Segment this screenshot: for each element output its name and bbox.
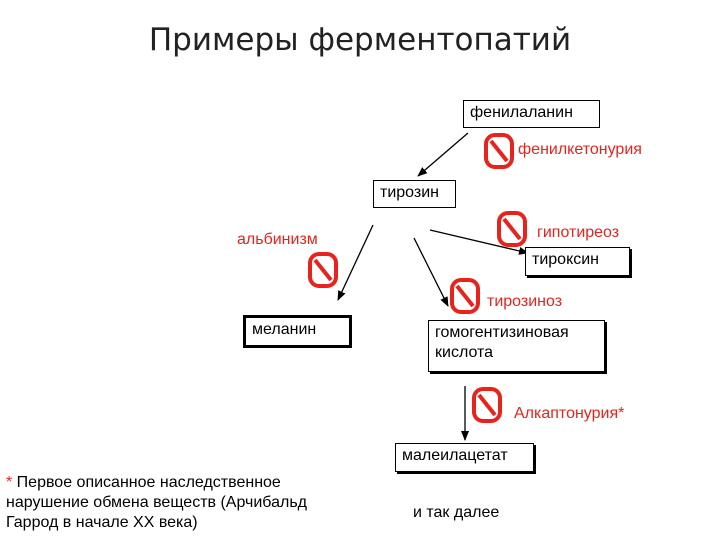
arrow-tyr-to-homogentisic — [413, 237, 449, 307]
block-icon — [308, 252, 338, 288]
label-alkaptonuria: Алкаптонурия* — [514, 405, 625, 422]
node-phenylalanine: фенилаланин — [463, 100, 600, 128]
footnote-star: * — [6, 474, 13, 491]
node-melanin: меланин — [243, 315, 352, 348]
label-phenylketonuria: фенилкетонурия — [518, 141, 642, 158]
block-icon — [450, 278, 480, 314]
label-hypothyroidism: гипотиреоз — [537, 224, 620, 241]
node-homogentisic: гомогентизиновая кислота — [428, 320, 605, 372]
and-so-on-text: и так далее — [413, 504, 500, 521]
node-tyrosine: тирозин — [373, 180, 456, 208]
block-icon — [472, 387, 502, 423]
arrow-tyr-to-melanin — [337, 224, 374, 301]
block-icon — [497, 211, 527, 247]
page-title: Примеры ферментопатий — [148, 22, 572, 58]
arrow-tyr-to-thyroxine — [429, 229, 529, 255]
node-maleylacetate: малеилацетат — [395, 443, 534, 472]
block-icon — [484, 133, 514, 169]
label-albinism: альбинизм — [237, 231, 318, 248]
footnote: * Первое описанное наследственное наруше… — [6, 473, 356, 533]
label-tyrosinosis: тирозиноз — [487, 293, 563, 310]
arrow-phe-to-tyr — [417, 132, 469, 177]
node-thyroxine: тироксин — [525, 247, 630, 276]
footnote-text: Первое описанное наследственное нарушени… — [6, 474, 307, 531]
